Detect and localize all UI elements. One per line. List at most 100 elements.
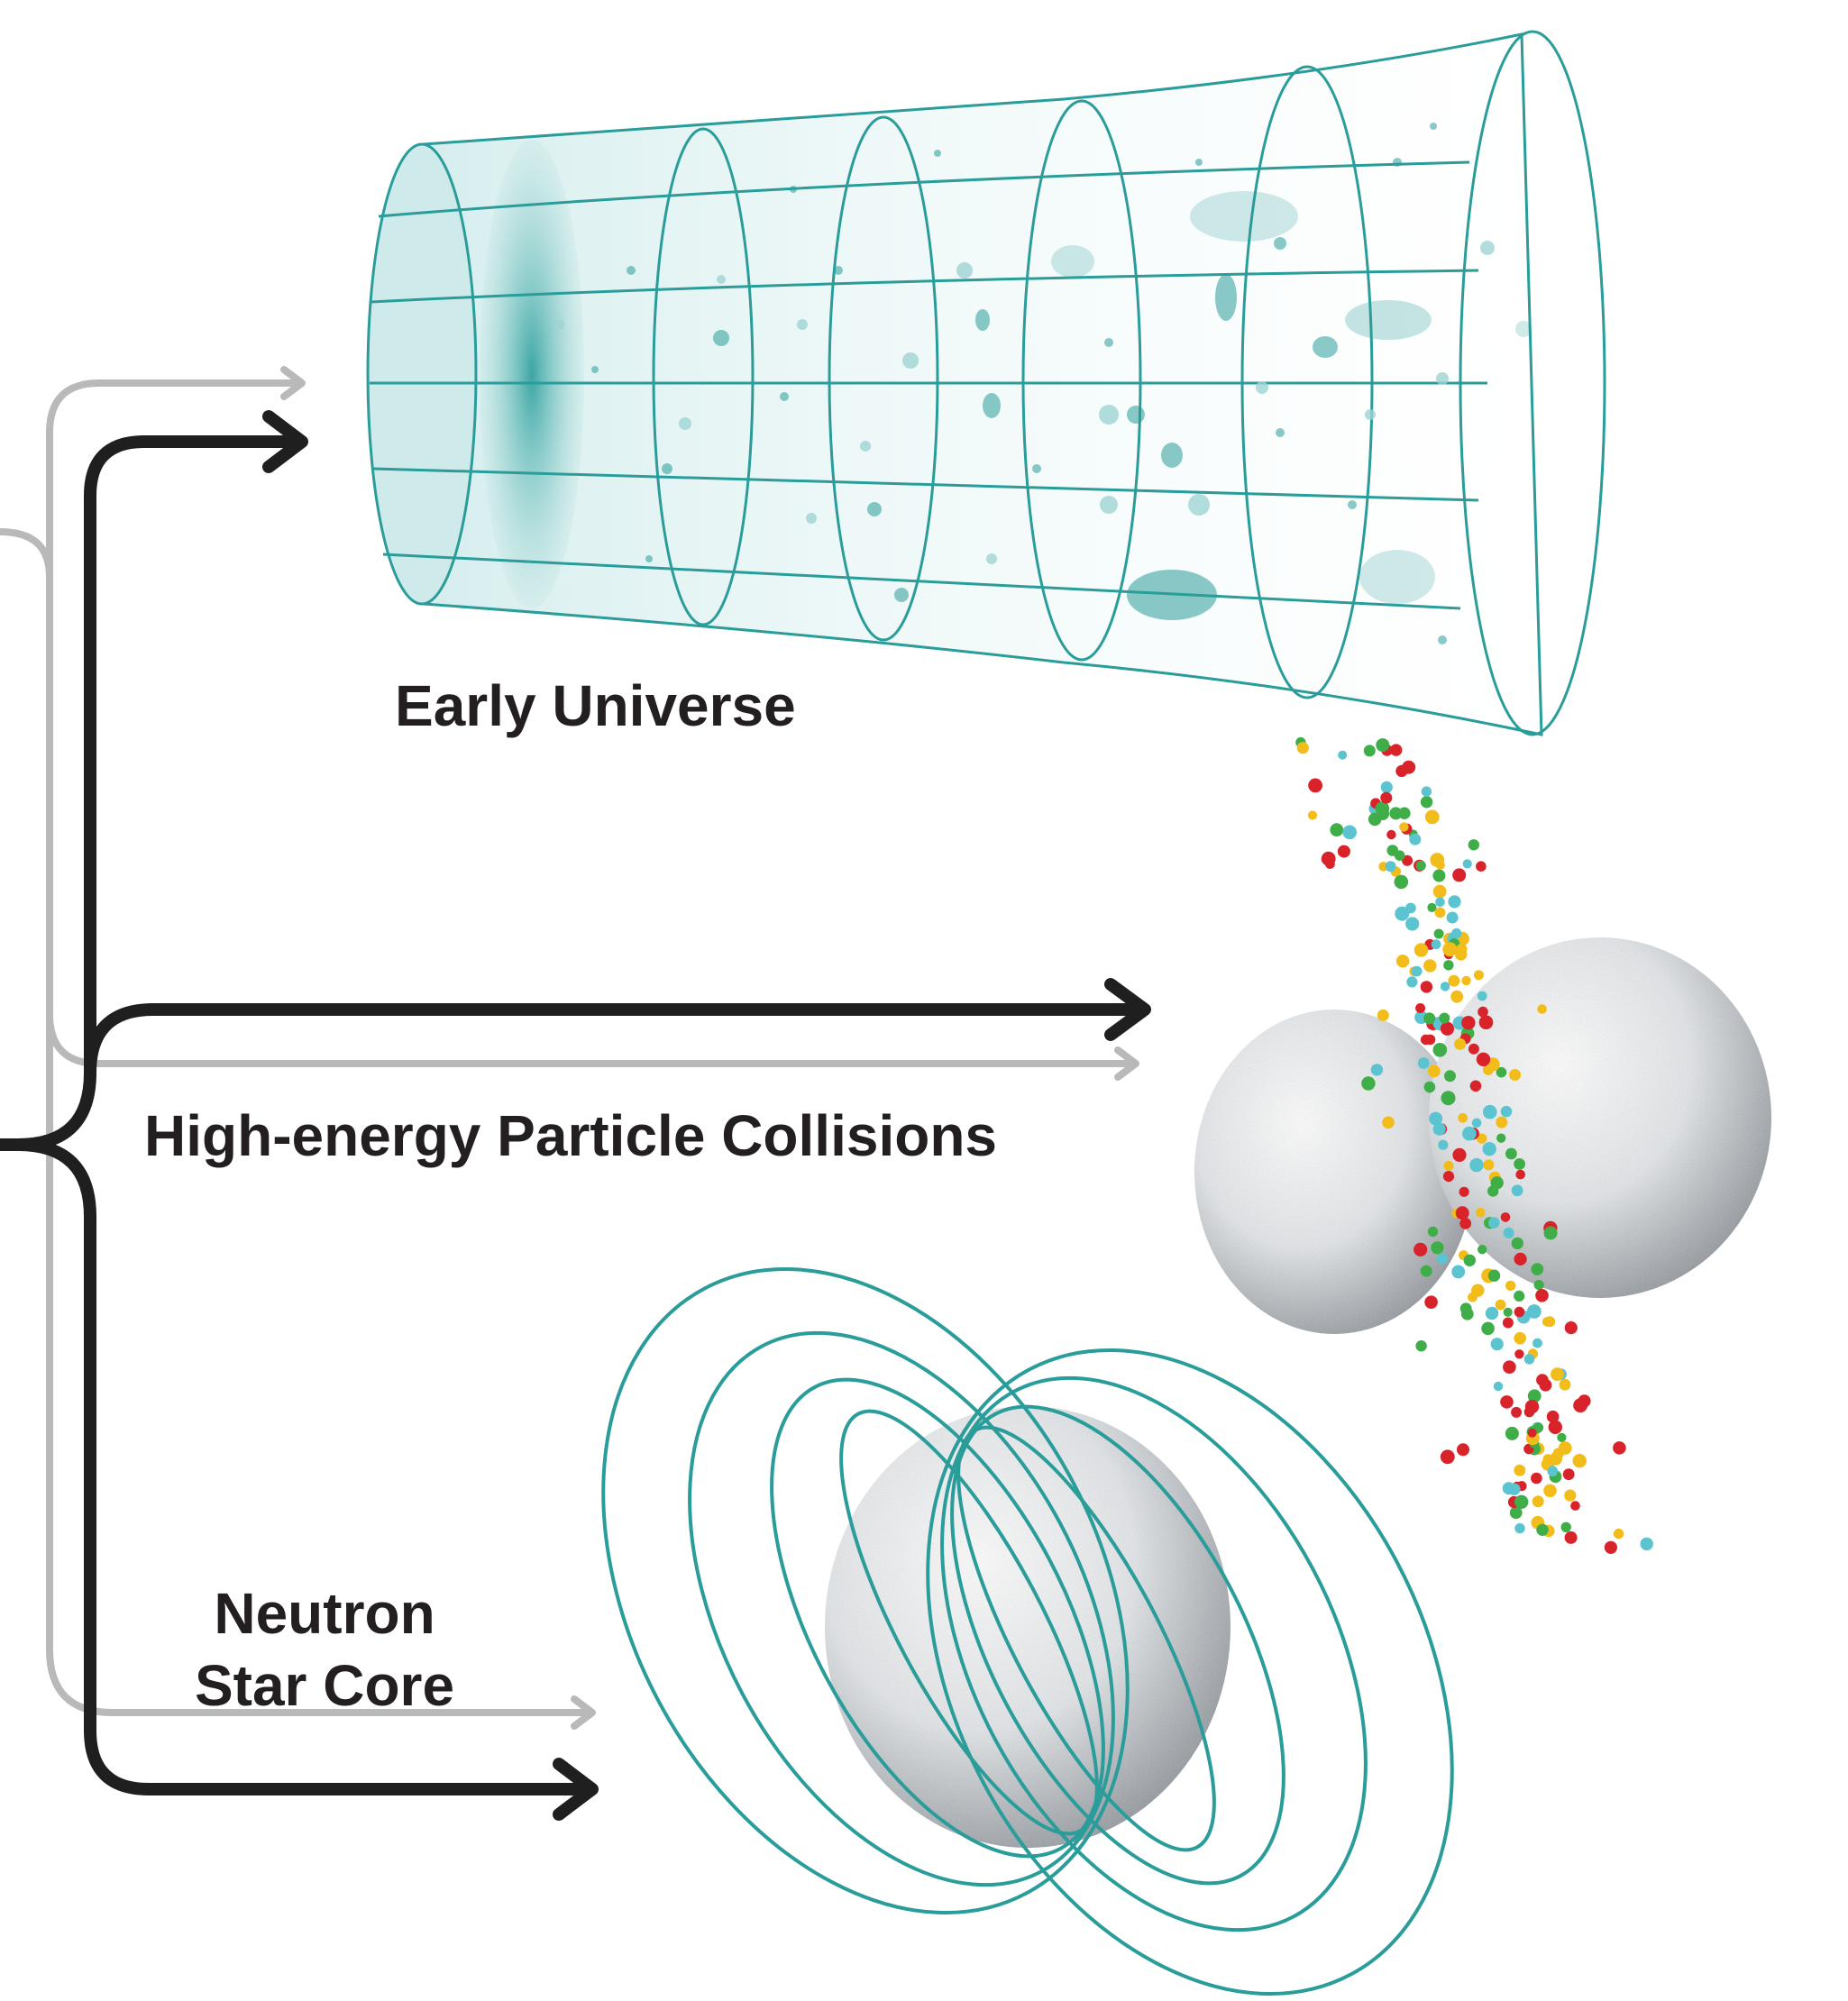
particle-dot [1423, 959, 1437, 973]
particle-dot [1511, 1237, 1524, 1250]
particle-dot [1417, 1057, 1430, 1069]
particle-dot [1457, 1443, 1469, 1457]
particle-dot [1531, 1263, 1544, 1275]
funnel-origin [366, 142, 478, 606]
particle-dot [1469, 1080, 1482, 1092]
particle-dot [1500, 1395, 1514, 1409]
particle-dot [1505, 1147, 1517, 1160]
particle-dot [1511, 1184, 1523, 1197]
particle-dot [1562, 1468, 1575, 1481]
particle-dot [1424, 1034, 1436, 1046]
particle-dot [1429, 1111, 1443, 1126]
particle-dot [1496, 1133, 1506, 1143]
particle-dot [1527, 1428, 1537, 1438]
particle-dot [1436, 1253, 1449, 1265]
neutron-star-icon [601, 1266, 1454, 1996]
neutron-star-sphere [825, 1406, 1230, 1848]
particle-dot [1547, 1466, 1559, 1476]
particle-dot [1427, 1226, 1439, 1238]
particle-dot [1442, 1171, 1455, 1183]
particle-dot [1431, 939, 1441, 950]
particle-dot [1483, 1159, 1495, 1171]
particle-dot [1473, 970, 1484, 981]
particle-dot [1415, 860, 1426, 871]
neutron-label-line2: Star Core [194, 1653, 455, 1718]
particle-dot [1423, 1081, 1436, 1093]
particle-dot [1471, 1284, 1485, 1297]
particle-dot [1514, 1306, 1525, 1318]
particle-dot [1515, 1169, 1525, 1180]
particle-dot [1398, 807, 1411, 819]
particle-dot [1564, 1530, 1578, 1544]
particle-dot [1439, 1012, 1450, 1024]
particle-dot [1385, 861, 1396, 873]
particle-dot [1559, 1378, 1571, 1391]
particle-dot [1380, 791, 1393, 804]
particle-dot [1476, 861, 1487, 872]
particle-dot [1440, 1449, 1455, 1465]
particle-dot [1330, 823, 1344, 837]
particle-dot [1493, 1381, 1504, 1392]
magnetic-field-lines [601, 1266, 1454, 1996]
particle-dot [1307, 810, 1318, 820]
particle-dot [1451, 927, 1462, 939]
particle-dot [1514, 1349, 1524, 1359]
particle-dot [1543, 1226, 1558, 1240]
particle-dot [1514, 1522, 1525, 1534]
particle-dot [1502, 1317, 1514, 1329]
particle-dot [1431, 1241, 1444, 1255]
particle-dot [1548, 1420, 1563, 1435]
particle-dot [1514, 1331, 1526, 1345]
particle-dot [1560, 1521, 1571, 1533]
particle-dot [1463, 1254, 1477, 1267]
particle-dot [1361, 1076, 1376, 1091]
particle-dot [1503, 1360, 1516, 1374]
particle-dot [1524, 1399, 1540, 1414]
particle-dot [1532, 1338, 1542, 1348]
particle-dot [1462, 859, 1472, 869]
particle-dot [1415, 1003, 1426, 1013]
particle-dot [1613, 1528, 1624, 1540]
particle-dot [1640, 1537, 1653, 1551]
particle-dot [1435, 860, 1445, 870]
particle-dot [1500, 1212, 1511, 1222]
particle-dot [1481, 1321, 1495, 1336]
particle-dot [1405, 902, 1416, 914]
particle-dot [1308, 778, 1322, 793]
particle-dot [1514, 1464, 1526, 1476]
particle-dot [1405, 917, 1420, 931]
particle-dot [1424, 1295, 1438, 1309]
particle-dot [1386, 829, 1396, 840]
particle-dot [1443, 1160, 1454, 1171]
particle-dot [1423, 1012, 1436, 1025]
particle-dot [1532, 1422, 1544, 1433]
particle-dot [1509, 1069, 1522, 1081]
particle-dot [1325, 859, 1335, 869]
particle-dot [1564, 1321, 1578, 1335]
particle-dot [1477, 1006, 1488, 1018]
particle-dot [1395, 764, 1408, 778]
particle-dot [1296, 742, 1309, 754]
particle-dot [1432, 869, 1446, 882]
particle-dot [1505, 1280, 1516, 1292]
particle-dot [1427, 902, 1437, 913]
particle-dot [1459, 1302, 1472, 1315]
particle-dot [1402, 854, 1413, 866]
particle-dot [1420, 981, 1433, 993]
particle-dot [1476, 1052, 1491, 1067]
particle-dot [1451, 1265, 1466, 1279]
particle-dot [1448, 895, 1461, 909]
particle-dot [1490, 1338, 1504, 1351]
particle-dot [1440, 982, 1450, 991]
particle-dot [1546, 1410, 1560, 1423]
particle-dot [1471, 1118, 1482, 1128]
particle-dot [1535, 1289, 1549, 1302]
collisions-label: High-energy Particle Collisions [144, 1103, 997, 1168]
particle-dot [1411, 965, 1423, 977]
particle-dot [1496, 1116, 1508, 1128]
particle-dot [1508, 1483, 1521, 1496]
particle-dot [1446, 911, 1459, 924]
particle-dot [1440, 1021, 1455, 1036]
particle-dot [1509, 1506, 1523, 1520]
